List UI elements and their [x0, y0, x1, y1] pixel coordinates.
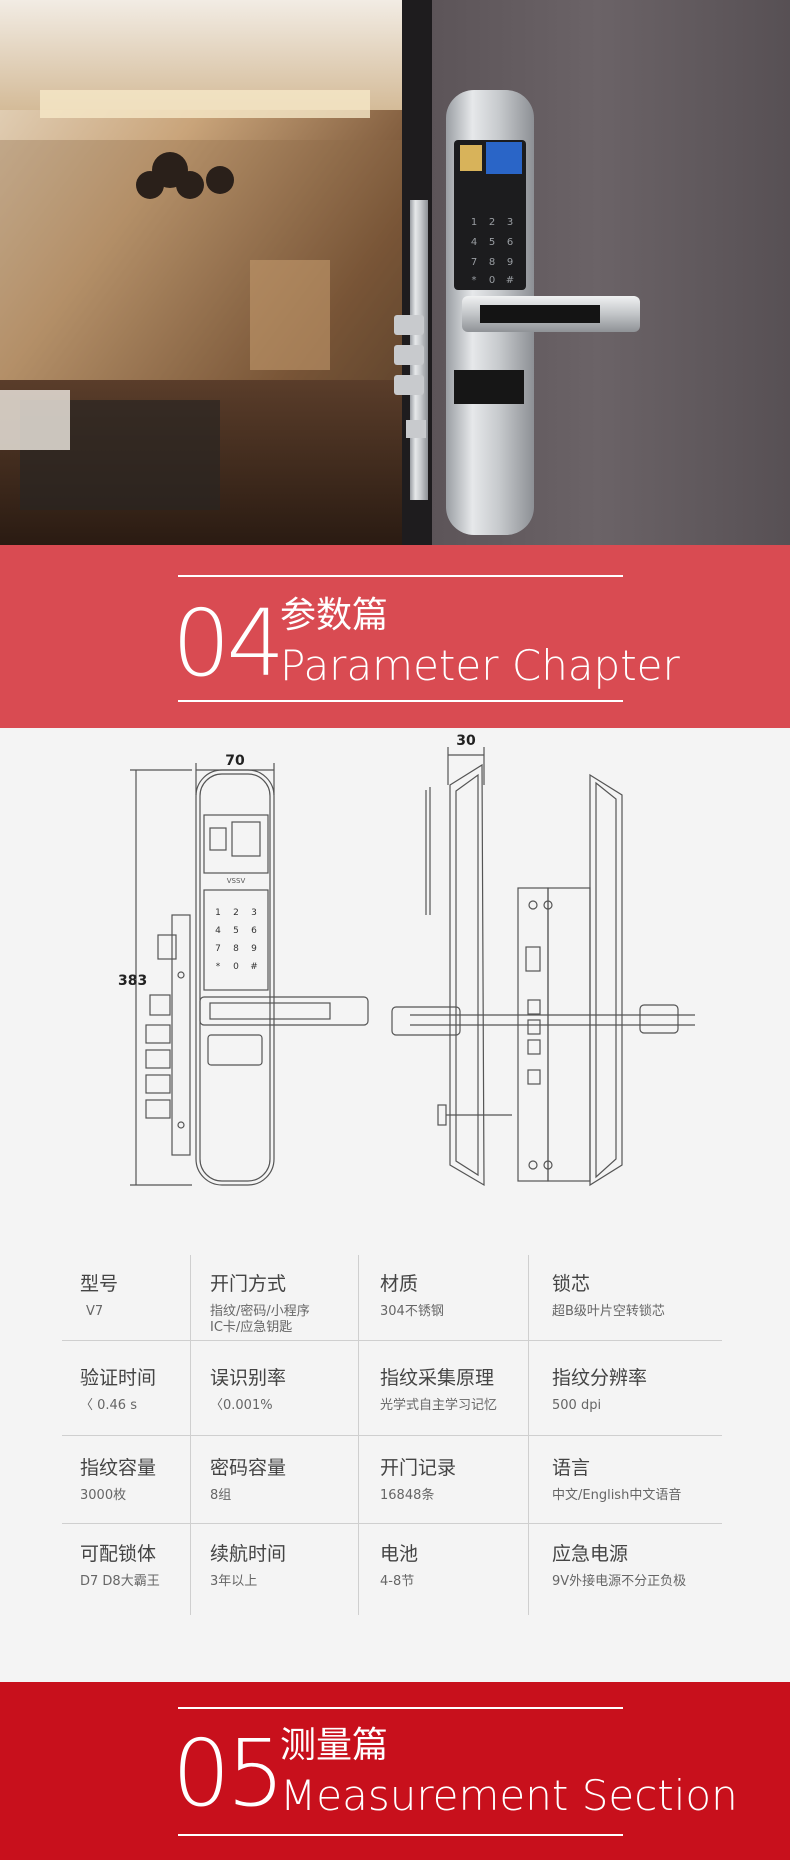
svg-text:6: 6: [507, 237, 513, 248]
svg-text:*: *: [472, 275, 477, 286]
spec-unlock-records: 开门记录 16848条: [380, 1457, 456, 1504]
svg-text:1: 1: [471, 217, 477, 228]
banner-top-rule: [178, 575, 623, 577]
spec-value: 4-8节: [380, 1573, 415, 1589]
spec-material: 材质 304不锈钢: [380, 1273, 444, 1320]
spec-label: 电池: [380, 1543, 419, 1565]
svg-text:9: 9: [507, 257, 513, 268]
spec-label: 开门方式: [210, 1273, 287, 1295]
svg-text:2: 2: [489, 217, 495, 228]
spec-verify-time: 验证时间 〈 0.46 s: [80, 1367, 156, 1414]
section-title-cn: 测量篇: [280, 1725, 389, 1766]
smart-lock-photo: 1 2 3 4 5 6 7 8 9 * 0 #: [0, 0, 790, 545]
spec-value: 超B级叶片空转锁芯: [552, 1303, 665, 1319]
spec-lock-body: 可配锁体 D7 D8大霸王: [80, 1543, 160, 1590]
svg-text:#: #: [506, 275, 514, 286]
spec-value: 304不锈钢: [380, 1303, 444, 1319]
banner-bottom-rule: [178, 1834, 623, 1836]
svg-text:2: 2: [233, 908, 239, 918]
svg-text:5: 5: [489, 237, 495, 248]
spec-fingerprint-principle: 指纹采集原理 光学式自主学习记忆: [380, 1367, 497, 1414]
spec-password-capacity: 密码容量 8组: [210, 1457, 286, 1504]
spec-emergency-power: 应急电源 9V外接电源不分正负极: [552, 1543, 686, 1590]
spec-lock-cylinder: 锁芯 超B级叶片空转锁芯: [552, 1273, 665, 1320]
spec-value: 16848条: [380, 1487, 435, 1503]
spec-value: 500 dpi: [552, 1397, 602, 1413]
svg-text:7: 7: [471, 257, 477, 268]
spec-fingerprint-resolution: 指纹分辨率 500 dpi: [552, 1367, 647, 1414]
spec-value-line2: IC卡/应急钥匙: [210, 1320, 293, 1336]
spec-label: 续航时间: [210, 1543, 287, 1565]
svg-text:*: *: [216, 962, 221, 972]
spec-unlock-method: 开门方式 指纹/密码/小程序 IC卡/应急钥匙: [210, 1273, 310, 1336]
svg-text:3: 3: [251, 908, 257, 918]
depth-dimension-label: 30: [456, 733, 476, 749]
spec-value: 8组: [210, 1487, 232, 1503]
spec-label: 型号: [80, 1273, 119, 1295]
banner-top-rule: [178, 1707, 623, 1709]
width-dimension-label: 70: [225, 753, 245, 769]
spec-value: 指纹/密码/小程序: [210, 1303, 310, 1319]
svg-text:4: 4: [471, 237, 477, 248]
spec-label: 指纹分辨率: [552, 1367, 648, 1389]
svg-text:7: 7: [215, 944, 221, 954]
section-05-banner: 05 测量篇 Measurement Section: [0, 1682, 790, 1860]
svg-text:0: 0: [489, 275, 495, 286]
svg-text:9: 9: [251, 944, 257, 954]
svg-text:6: 6: [251, 926, 257, 936]
spec-label: 密码容量: [210, 1457, 287, 1479]
svg-text:8: 8: [489, 257, 495, 268]
spec-label: 指纹容量: [80, 1457, 157, 1479]
spec-value: D7 D8大霸王: [80, 1573, 160, 1589]
spec-language: 语言 中文/English中文语音: [552, 1457, 681, 1504]
table-divider: [62, 1523, 722, 1524]
spec-table: 型号 V7 开门方式 指纹/密码/小程序 IC卡/应急钥匙 材质 304不锈钢 …: [62, 1255, 722, 1620]
spec-label: 锁芯: [552, 1273, 591, 1295]
svg-text:#: #: [250, 962, 258, 972]
section-04-banner: 04 参数篇 Parameter Chapter: [0, 545, 790, 728]
spec-battery-life: 续航时间 3年以上: [210, 1543, 286, 1590]
svg-text:1: 1: [215, 908, 221, 918]
table-divider: [62, 1435, 722, 1436]
svg-text:3: 3: [507, 217, 513, 228]
svg-text:VSSV: VSSV: [227, 877, 246, 885]
spec-value: V7: [86, 1303, 104, 1319]
spec-false-accept-rate: 误识别率 〈0.001%: [210, 1367, 286, 1414]
spec-label: 语言: [552, 1457, 591, 1479]
section-number: 04: [172, 590, 285, 697]
spec-label: 验证时间: [80, 1367, 157, 1389]
hero-keypad: 1 2 3 4 5 6 7 8 9 * 0 #: [471, 217, 514, 286]
spec-battery: 电池 4-8节: [380, 1543, 418, 1590]
spec-fingerprint-capacity: 指纹容量 3000枚: [80, 1457, 156, 1504]
table-divider: [62, 1340, 722, 1341]
svg-text:8: 8: [233, 944, 239, 954]
spec-label: 误识别率: [210, 1367, 287, 1389]
spec-value: 中文/English中文语音: [552, 1487, 682, 1503]
spec-value: 3年以上: [210, 1573, 258, 1589]
spec-value: 〈0.001%: [210, 1397, 273, 1413]
svg-text:4: 4: [215, 926, 221, 936]
section-number: 05: [172, 1720, 285, 1827]
spec-label: 应急电源: [552, 1543, 629, 1565]
spec-label: 可配锁体: [80, 1543, 157, 1565]
svg-text:0: 0: [233, 962, 239, 972]
spec-label: 开门记录: [380, 1457, 457, 1479]
spec-value: 光学式自主学习记忆: [380, 1397, 498, 1413]
section-title-en: Parameter Chapter: [280, 641, 680, 690]
banner-bottom-rule: [178, 700, 623, 702]
spec-value: 〈 0.46 s: [80, 1397, 137, 1413]
spec-label: 指纹采集原理: [380, 1367, 495, 1389]
spec-value: 9V外接电源不分正负极: [552, 1573, 687, 1589]
height-dimension-label: 383: [118, 973, 147, 989]
svg-text:5: 5: [233, 926, 239, 936]
spec-model: 型号 V7: [80, 1273, 118, 1320]
spec-label: 材质: [380, 1273, 419, 1295]
spec-value: 3000枚: [80, 1487, 127, 1503]
dimension-diagram: 70 383 VSSV 1 2 3 4 5 6 7 8 9 * 0 #: [0, 725, 790, 1195]
section-title-cn: 参数篇: [280, 595, 389, 636]
hero-product-photo: 1 2 3 4 5 6 7 8 9 * 0 #: [0, 0, 790, 545]
section-title-en: Measurement Section: [280, 1771, 738, 1820]
